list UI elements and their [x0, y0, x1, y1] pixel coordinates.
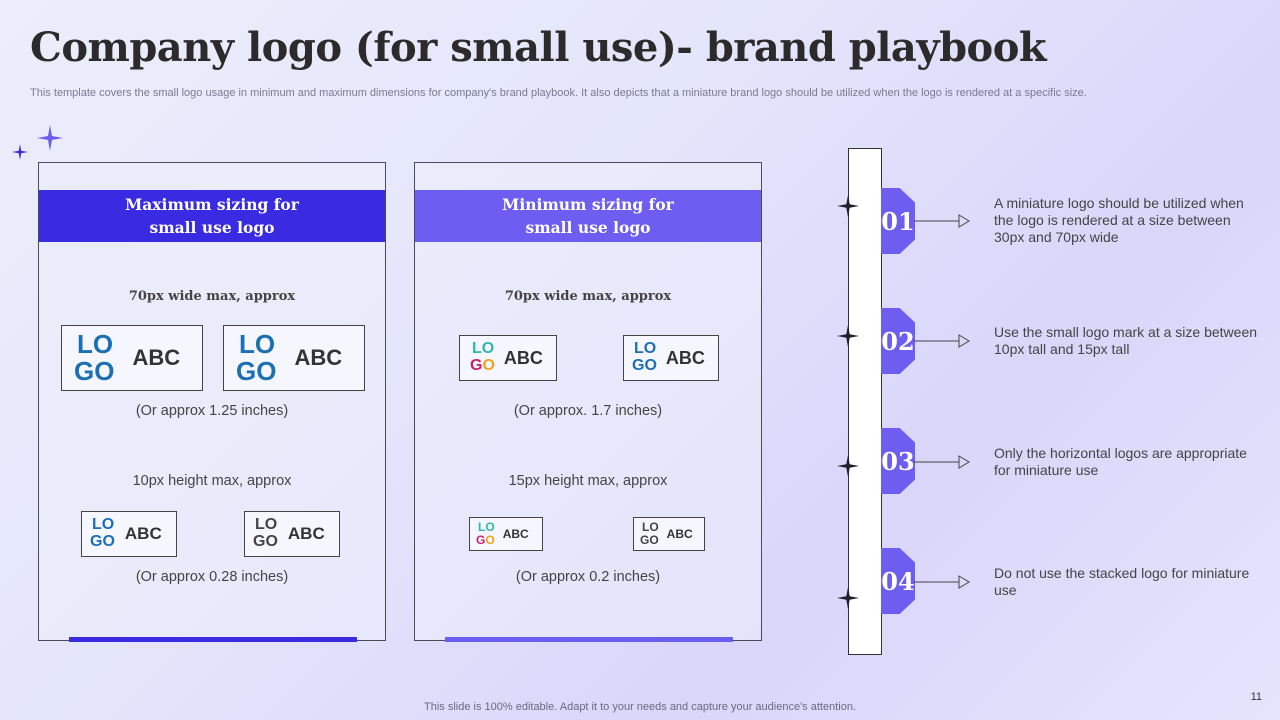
logo-abc: ABC — [503, 347, 543, 368]
logo-abc: ABC — [124, 524, 162, 543]
logo-mark: LO GO — [236, 328, 277, 386]
max-header-line1: Maximum sizing for — [125, 195, 299, 214]
arrow-right-icon — [914, 575, 970, 589]
step-02-text: Use the small logo mark at a size betwee… — [994, 324, 1258, 357]
step-03-text: Only the horizontal logos are appropriat… — [994, 445, 1247, 478]
max-height-label: 10px height max, approx — [132, 473, 292, 489]
logo-line2: GO — [632, 357, 657, 374]
step-03-tab: 03 — [881, 428, 915, 494]
slide-subtitle: This template covers the small logo usag… — [30, 87, 1087, 99]
max-sizing-header: Maximum sizing for small use logo — [39, 190, 385, 242]
arrow-right-icon — [914, 334, 970, 348]
min-header-line1: Minimum sizing for — [502, 195, 674, 214]
logo-mark: LO GO — [640, 521, 659, 546]
logo-line2: GO — [640, 533, 659, 547]
max-height-note: (Or approx 0.28 inches) — [135, 569, 289, 585]
logo-sample-min-small-2: LO GO ABC — [633, 517, 705, 551]
min-height-label: 15px height max, approx — [508, 473, 668, 489]
logo-sample-max-small-2: LO GO ABC — [244, 511, 340, 557]
logo-line1: LO — [92, 516, 115, 534]
logo-mark: LO GO — [90, 516, 115, 551]
logo-line1: LO — [472, 340, 495, 358]
slide-title: Company logo (for small use)- brand play… — [30, 24, 1047, 71]
logo-abc: ABC — [502, 527, 529, 541]
timeline-star-icon — [837, 325, 859, 347]
logo-mark: LO GO — [74, 328, 115, 386]
slide-footer: This slide is 100% editable. Adapt it to… — [424, 701, 856, 713]
step-02-tab: 02 — [881, 308, 915, 374]
timeline-bar — [848, 148, 882, 655]
logo-sample-max-small-1: LO GO ABC — [81, 511, 177, 557]
max-width-label: 70px wide max, approx — [128, 289, 296, 304]
logo-sample-min-small-1: LO GO ABC — [469, 517, 543, 551]
step-01-text: A miniature logo should be utilized when… — [994, 195, 1244, 245]
logo-line2: GO — [236, 356, 277, 386]
sparkle-large-icon — [37, 125, 63, 151]
logo-line1: LO — [239, 328, 276, 359]
logo-mark: LO GO — [470, 340, 495, 375]
logo-line1: LO — [255, 516, 278, 534]
logo-mark: LO GO — [476, 521, 495, 546]
logo-sample-max-large-1: LO GO ABC — [61, 325, 203, 391]
logo-line1: LO — [634, 340, 657, 358]
arrow-right-icon — [914, 214, 970, 228]
arrow-right-icon — [914, 455, 970, 469]
min-height-note: (Or approx 0.2 inches) — [515, 569, 661, 585]
logo-sample-min-large-1: LO GO ABC — [459, 335, 557, 381]
step-04-tab: 04 — [881, 548, 915, 614]
logo-line2: GO — [253, 533, 278, 550]
page-number: 11 — [1250, 691, 1262, 703]
min-sizing-card: Minimum sizing for small use logo 70px w… — [414, 162, 762, 642]
logo-line2: GO — [476, 533, 495, 547]
step-01-tab: 01 — [881, 188, 915, 254]
max-header-line2: small use logo — [149, 218, 275, 237]
logo-sample-max-large-2: LO GO ABC — [223, 325, 365, 391]
min-width-label: 70px wide max, approx — [504, 289, 672, 304]
logo-sample-min-large-2: LO GO ABC — [623, 335, 719, 381]
min-width-note: (Or approx. 1.7 inches) — [513, 403, 663, 419]
logo-mark: LO GO — [253, 516, 278, 551]
logo-line1: LO — [77, 328, 114, 359]
min-sizing-header: Minimum sizing for small use logo — [415, 190, 761, 242]
sparkle-small-icon — [12, 144, 28, 160]
logo-abc: ABC — [294, 345, 343, 370]
timeline-star-icon — [837, 587, 859, 609]
max-sizing-card: Maximum sizing for small use logo 70px w… — [38, 162, 386, 642]
logo-abc: ABC — [665, 347, 705, 368]
logo-line2: GO — [90, 533, 115, 550]
logo-line1: LO — [642, 520, 659, 535]
logo-mark: LO GO — [632, 340, 657, 375]
logo-abc: ABC — [132, 345, 181, 370]
timeline-star-icon — [837, 195, 859, 217]
min-header-line2: small use logo — [525, 218, 651, 237]
max-width-note: (Or approx 1.25 inches) — [135, 403, 289, 419]
logo-line2: GO — [74, 356, 115, 386]
max-card-accent-bar — [69, 637, 357, 642]
logo-line1: LO — [478, 520, 495, 535]
logo-abc: ABC — [666, 527, 693, 541]
logo-line2: GO — [470, 357, 495, 374]
step-04-text: Do not use the stacked logo for miniatur… — [994, 565, 1250, 598]
timeline-star-icon — [837, 455, 859, 477]
logo-abc: ABC — [287, 524, 325, 543]
min-card-accent-bar — [445, 637, 733, 642]
